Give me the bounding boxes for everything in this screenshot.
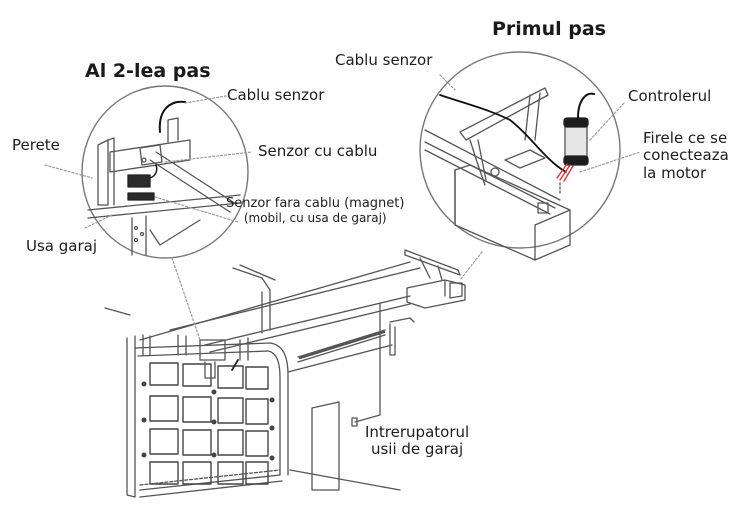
label-firele-line1: Firele ce se — [643, 129, 728, 147]
label-intrerupator-line2: usii de garaj — [370, 440, 464, 459]
step2-detail-circle — [81, 85, 249, 259]
label-firele: Firele ce se conecteaza la motor — [643, 129, 729, 182]
step1-title: Primul pas — [492, 18, 606, 40]
label-perete: Perete — [12, 136, 60, 154]
label-senzor-fara-cablu: Senzor fara cablu (magnet) (mobil, cu us… — [226, 196, 405, 226]
label-firele-line3: la motor — [643, 163, 707, 182]
label-usa-garaj: Usa garaj — [26, 237, 97, 255]
label-senzor-fara-cablu-line1: Senzor fara cablu (magnet) — [226, 196, 405, 211]
garage-scene — [104, 249, 466, 498]
label-senzor-fara-cablu-line2: (mobil, cu usa de garaj) — [243, 210, 387, 225]
label-firele-line2: conecteaza — [643, 146, 729, 165]
step1-detail-circle — [419, 51, 621, 261]
label-controlerul: Controlerul — [628, 87, 712, 105]
step2-title: Al 2-lea pas — [85, 60, 211, 82]
label-intrerupator: Intrerupatorul usii de garaj — [365, 423, 470, 459]
label-cablu-senzor-right: Cablu senzor — [335, 51, 433, 69]
label-intrerupator-line1: Intrerupatorul — [365, 423, 470, 441]
label-senzor-cu-cablu: Senzor cu cablu — [258, 142, 378, 160]
label-cablu-senzor-left: Cablu senzor — [227, 86, 325, 104]
leader-lines — [44, 74, 641, 341]
